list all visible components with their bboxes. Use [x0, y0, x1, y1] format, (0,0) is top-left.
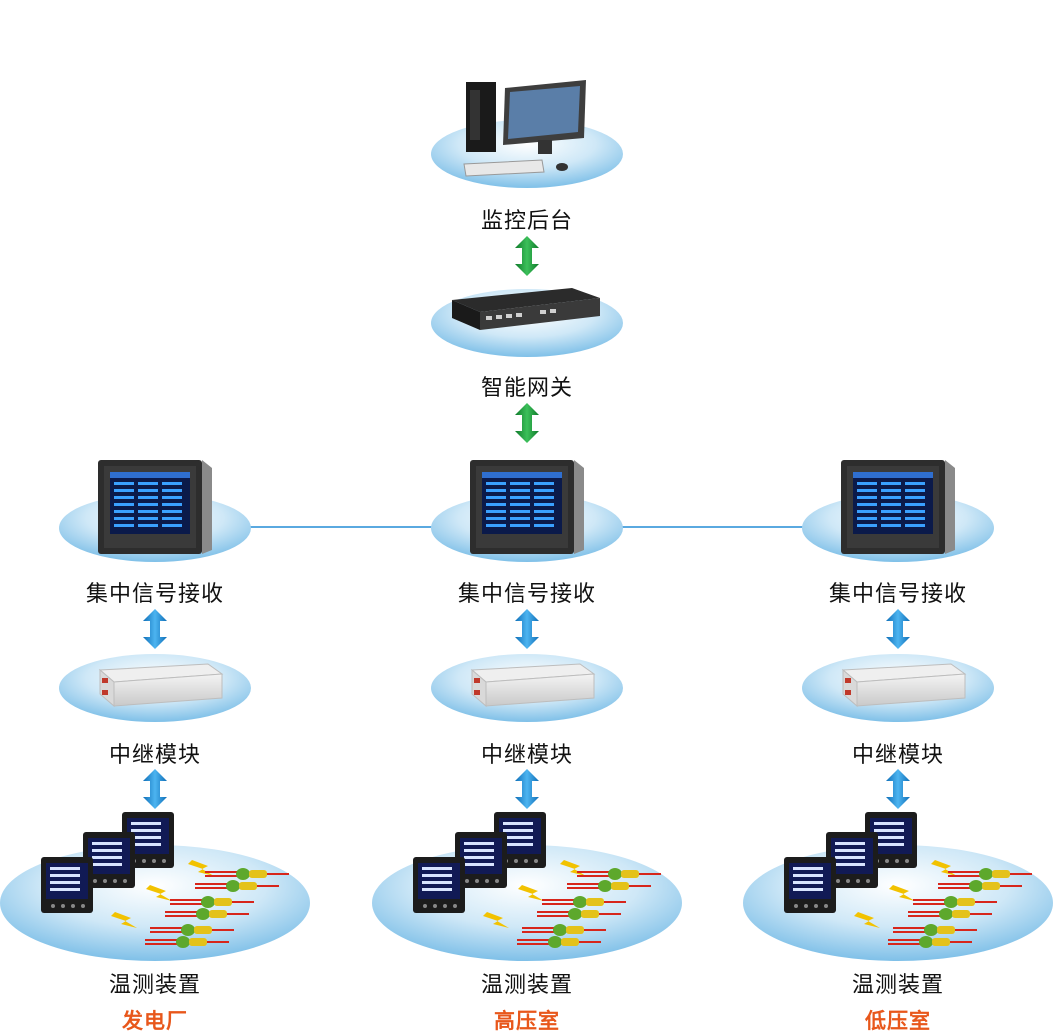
- relay-module: [842, 663, 966, 707]
- meter-device: [41, 857, 93, 913]
- arrow-receiver-relay: [143, 609, 167, 649]
- site-label-high-voltage-room: 高压室: [494, 1009, 560, 1033]
- arrow-receiver-relay: [515, 609, 539, 649]
- relay-label: 中继模块: [851, 743, 944, 768]
- relay-label: 中继模块: [480, 743, 573, 768]
- sensor-label: 温测装置: [480, 973, 573, 998]
- gateway-platform: [431, 288, 623, 357]
- arrow-gateway-receiver: [515, 403, 539, 443]
- sensor-label: 温测装置: [851, 973, 944, 998]
- relay-module: [99, 663, 223, 707]
- arrow-relay-sensor: [886, 769, 910, 809]
- receiver-label: 集中信号接收: [828, 582, 967, 607]
- receiver-panel: [98, 460, 212, 554]
- receiver-panel: [470, 460, 584, 554]
- relay-module: [471, 663, 595, 707]
- site-label-low-voltage-room: 低压室: [865, 1009, 931, 1033]
- meter-device: [413, 857, 465, 913]
- receiver-label: 集中信号接收: [457, 582, 596, 607]
- site-label-power-plant: 发电厂: [122, 1009, 188, 1033]
- arrow-relay-sensor: [143, 769, 167, 809]
- sensor-label: 温测装置: [108, 973, 201, 998]
- meter-device: [784, 857, 836, 913]
- arrow-relay-sensor: [515, 769, 539, 809]
- gateway-label: 智能网关: [480, 376, 573, 401]
- receiver-label: 集中信号接收: [85, 582, 224, 607]
- backend-platform: [431, 80, 623, 188]
- receiver-panel: [841, 460, 955, 554]
- arrow-backend-gateway: [515, 236, 539, 276]
- backend-label: 监控后台: [480, 209, 573, 234]
- relay-label: 中继模块: [108, 743, 201, 768]
- arrow-receiver-relay: [886, 609, 910, 649]
